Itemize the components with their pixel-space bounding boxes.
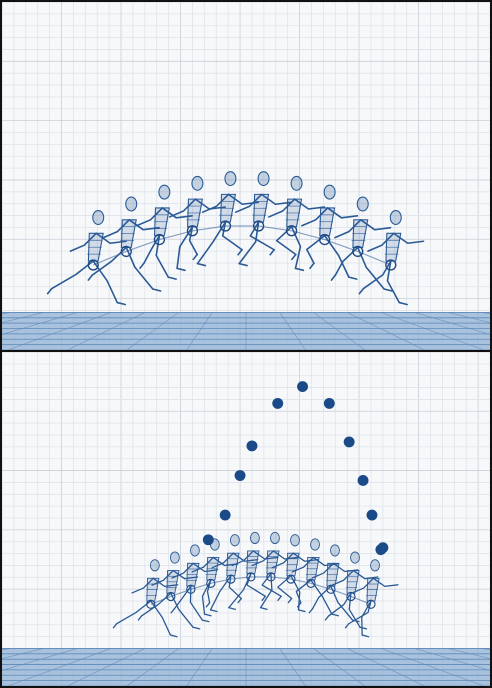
viewport-bottom[interactable] (0, 350, 492, 688)
head-wireframe (192, 176, 203, 190)
head-wireframe (311, 539, 320, 550)
scene-top-svg (2, 2, 490, 350)
head-wireframe (190, 545, 199, 556)
head-wireframe (371, 560, 380, 571)
com-point-icon (377, 542, 388, 553)
head-wireframe (250, 532, 259, 543)
background-grid (2, 352, 490, 686)
com-point-icon (367, 510, 378, 521)
head-wireframe (159, 185, 170, 199)
grid-background (2, 2, 490, 350)
head-wireframe (270, 532, 279, 543)
com-point-icon (297, 381, 308, 392)
scene-bottom-svg (2, 352, 490, 686)
head-wireframe (150, 560, 159, 571)
com-point-icon (324, 398, 335, 409)
head-wireframe (93, 211, 104, 225)
head-wireframe (291, 535, 300, 546)
head-wireframe (357, 197, 368, 211)
head-wireframe (170, 552, 179, 563)
background-grid (2, 2, 490, 350)
com-point-icon (246, 440, 257, 451)
head-wireframe (225, 172, 236, 186)
ground-plane (2, 312, 490, 350)
head-wireframe (126, 197, 137, 211)
ground-plane (2, 648, 490, 686)
head-wireframe (291, 176, 302, 190)
head-wireframe (390, 211, 401, 225)
head-wireframe (258, 172, 269, 186)
com-point-icon (272, 398, 283, 409)
head-wireframe (324, 185, 335, 199)
head-wireframe (230, 535, 239, 546)
viewport-top[interactable] (0, 0, 492, 352)
com-point-icon (235, 470, 246, 481)
head-wireframe (331, 545, 340, 556)
com-point-icon (358, 475, 369, 486)
com-point-icon (220, 510, 231, 521)
grid-background (2, 352, 490, 686)
head-wireframe (351, 552, 360, 563)
com-point-icon (203, 534, 214, 545)
com-point-icon (344, 436, 355, 447)
